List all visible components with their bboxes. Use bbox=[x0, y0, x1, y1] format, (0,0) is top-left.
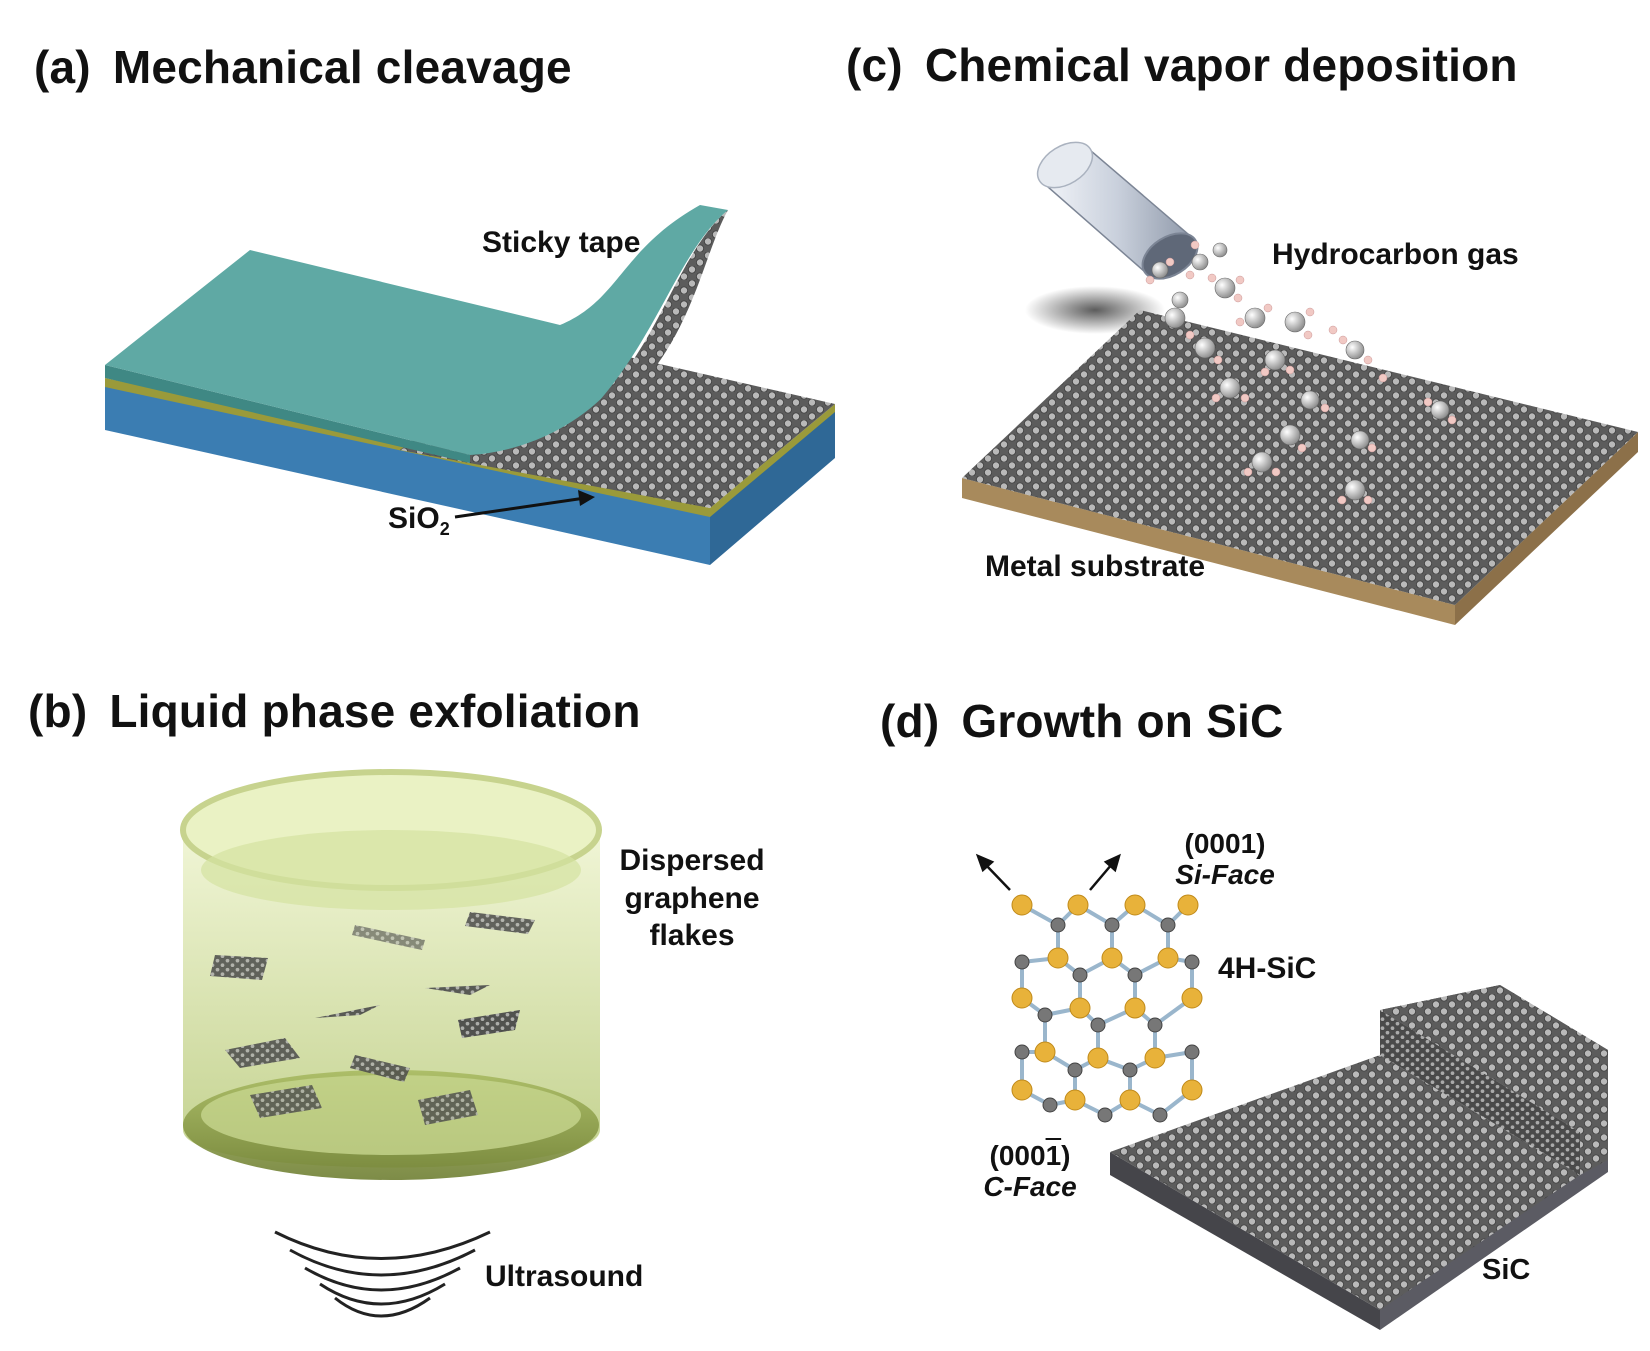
sublimation-arrows bbox=[975, 853, 1121, 891]
panel-d-illustration bbox=[975, 853, 1608, 1330]
panel-b-title: (b) Liquid phase exfoliation bbox=[28, 684, 641, 738]
panel-c-heading: Chemical vapor deposition bbox=[924, 39, 1518, 91]
c-face-index: (0001) bbox=[989, 1140, 1071, 1171]
panel-c-illustration bbox=[962, 141, 1638, 625]
si-face-label: (0001) Si-Face bbox=[1160, 828, 1290, 891]
panel-d-title: (d) Growth on SiC bbox=[880, 694, 1283, 748]
panel-a-heading: Mechanical cleavage bbox=[112, 41, 572, 93]
sticky-tape-label: Sticky tape bbox=[482, 226, 641, 259]
si-face-index: (0001) bbox=[1184, 828, 1266, 859]
panel-c-tag: (c) bbox=[846, 39, 903, 91]
beaker-bottom-inner bbox=[201, 1075, 581, 1155]
gas-tube bbox=[1036, 141, 1199, 280]
sio2-subscript: 2 bbox=[439, 519, 450, 539]
c-atoms bbox=[1014, 917, 1200, 1123]
panel-d-heading: Growth on SiC bbox=[961, 695, 1284, 747]
dispersed-flakes-label: Dispersed graphene flakes bbox=[612, 842, 772, 955]
graphene-flakes bbox=[210, 912, 535, 1125]
panel-d-tag: (d) bbox=[880, 695, 940, 747]
4h-sic-label: 4H-SiC bbox=[1218, 952, 1317, 985]
tape-slab-front bbox=[105, 365, 470, 463]
panel-b-tag: (b) bbox=[28, 685, 88, 737]
hydrocarbon-molecules bbox=[1145, 240, 1457, 505]
si-atoms bbox=[1011, 894, 1203, 1111]
ultrasound-label: Ultrasound bbox=[485, 1260, 644, 1293]
sio2-main: SiO bbox=[388, 502, 440, 535]
panel-a-illustration bbox=[105, 205, 835, 565]
dispersed-line-2: graphene bbox=[624, 881, 760, 915]
panel-a-tag: (a) bbox=[34, 41, 91, 93]
lower-terrace bbox=[1110, 1055, 1580, 1310]
dispersed-line-1: Dispersed bbox=[619, 844, 765, 877]
upper-terrace-top bbox=[1380, 985, 1608, 1132]
panel-c-title: (c) Chemical vapor deposition bbox=[846, 38, 1518, 92]
metal-substrate-front bbox=[962, 478, 1455, 625]
substrate-side bbox=[710, 410, 835, 565]
hydrocarbon-gas-label: Hydrocarbon gas bbox=[1272, 238, 1519, 271]
step-riser bbox=[1380, 1010, 1580, 1175]
sic-label: SiC bbox=[1482, 1254, 1531, 1286]
panel-a-title: (a) Mechanical cleavage bbox=[34, 40, 572, 94]
panel-b-heading: Liquid phase exfoliation bbox=[109, 685, 641, 737]
c-face-label: (0001) C-Face bbox=[965, 1140, 1095, 1203]
si-face-text: Si-Face bbox=[1175, 859, 1275, 891]
liquid-surface bbox=[201, 830, 581, 910]
tape-underside-graphene bbox=[470, 210, 728, 462]
sio2-arrowhead bbox=[578, 490, 595, 506]
tape-top bbox=[105, 205, 728, 455]
sic-block-front bbox=[1110, 1152, 1380, 1330]
sio2-label: SiO2 bbox=[388, 500, 450, 541]
panel-b-illustration bbox=[180, 769, 602, 1318]
graphene-on-metal bbox=[962, 310, 1638, 605]
metal-substrate-label: Metal substrate bbox=[985, 550, 1206, 583]
metal-substrate-side bbox=[1455, 432, 1638, 625]
substrate-front bbox=[105, 385, 710, 565]
c-face-text: C-Face bbox=[983, 1171, 1077, 1203]
dispersed-line-3: flakes bbox=[649, 919, 735, 952]
ultrasound-waves bbox=[274, 1230, 491, 1318]
sio2-arrow bbox=[454, 496, 586, 519]
